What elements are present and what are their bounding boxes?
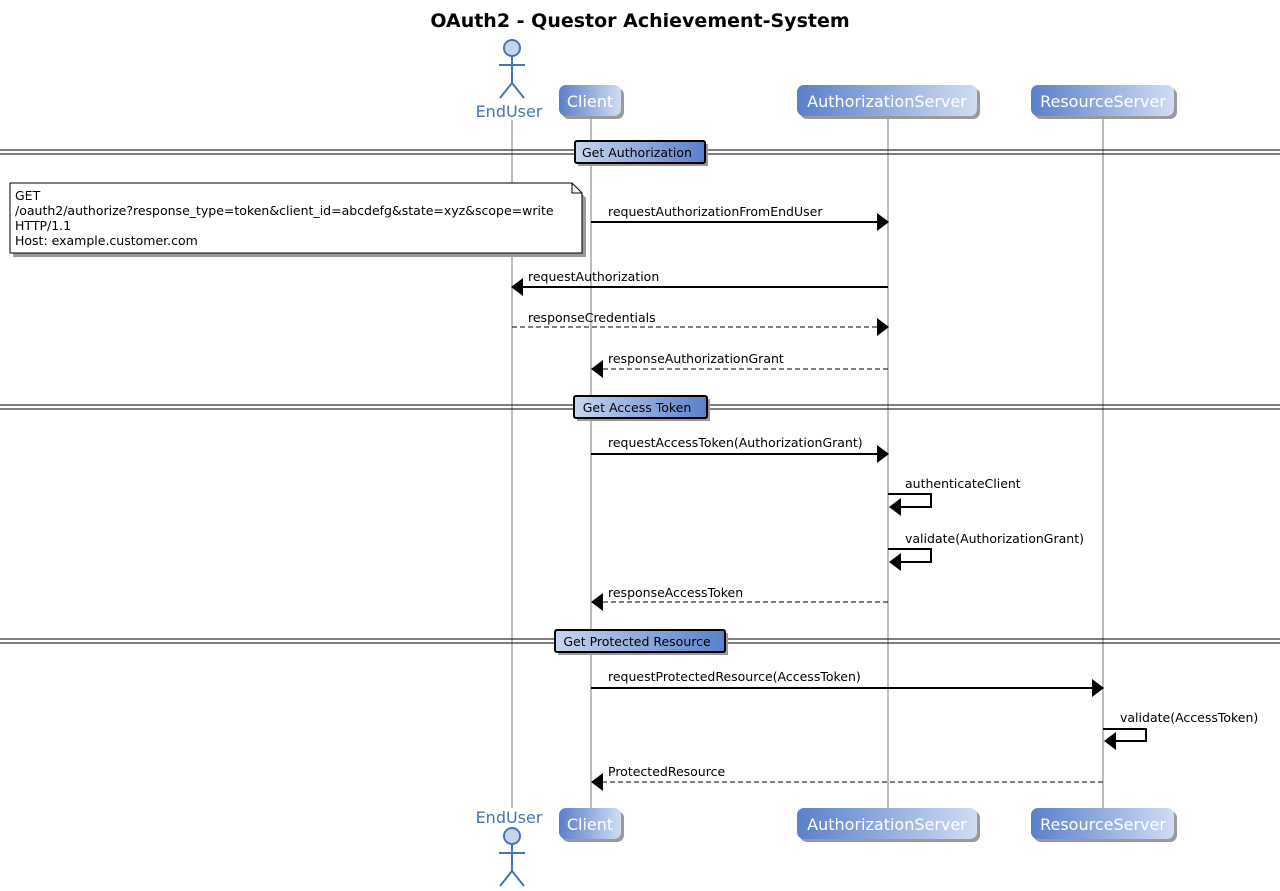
message-label: requestProtectedResource(AccessToken) bbox=[608, 669, 861, 684]
messages: requestAuthorizationFromEndUser requestA… bbox=[511, 204, 1258, 791]
stick-figure-icon bbox=[499, 827, 525, 887]
participants-top: EndUser Client AuthorizationServer Resou… bbox=[476, 39, 1177, 121]
message-request-authorization-from-enduser: requestAuthorizationFromEndUser bbox=[591, 204, 889, 231]
message-label: responseAccessToken bbox=[608, 585, 743, 600]
message-protected-resource: ProtectedResource bbox=[591, 764, 1103, 791]
message-label: ProtectedResource bbox=[608, 764, 725, 779]
participant-authserver-top: AuthorizationServer bbox=[797, 85, 980, 119]
note-line: /oauth2/authorize?response_type=token&cl… bbox=[15, 203, 554, 218]
message-label: responseCredentials bbox=[528, 310, 656, 325]
lifelines bbox=[511, 118, 1104, 808]
message-validate-access-token: validate(AccessToken) bbox=[1103, 710, 1258, 750]
participant-label: AuthorizationServer bbox=[807, 815, 967, 834]
message-response-credentials: responseCredentials bbox=[512, 310, 889, 336]
note-line: GET bbox=[15, 188, 41, 203]
message-label: responseAuthorizationGrant bbox=[608, 351, 784, 366]
note-request: GET /oauth2/authorize?response_type=toke… bbox=[9, 182, 586, 257]
divider-get-protected-resource: Get Protected Resource bbox=[0, 629, 1280, 655]
participant-client-top: Client bbox=[559, 85, 624, 119]
message-request-authorization: requestAuthorization bbox=[511, 269, 888, 296]
message-label: requestAuthorization bbox=[528, 269, 659, 284]
message-label: authenticateClient bbox=[905, 476, 1021, 491]
participant-authserver-bottom: AuthorizationServer bbox=[797, 808, 980, 842]
note-line: HTTP/1.1 bbox=[15, 218, 71, 233]
participant-label: ResourceServer bbox=[1040, 92, 1166, 111]
actor-enduser-bottom: EndUser bbox=[476, 808, 543, 887]
participant-label: AuthorizationServer bbox=[807, 92, 967, 111]
actor-enduser-top: EndUser bbox=[476, 39, 543, 121]
message-request-protected-resource: requestProtectedResource(AccessToken) bbox=[591, 669, 1104, 697]
message-validate-authorization-grant: validate(AuthorizationGrant) bbox=[888, 531, 1084, 571]
message-response-access-token: responseAccessToken bbox=[591, 585, 888, 611]
stick-figure-icon bbox=[499, 39, 525, 99]
divider-label: Get Access Token bbox=[583, 400, 692, 415]
message-request-access-token: requestAccessToken(AuthorizationGrant) bbox=[591, 435, 889, 463]
participant-label: Client bbox=[567, 815, 613, 834]
message-authenticate-client: authenticateClient bbox=[888, 476, 1021, 516]
message-label: validate(AccessToken) bbox=[1120, 710, 1258, 725]
message-label: requestAuthorizationFromEndUser bbox=[608, 204, 823, 219]
actor-label: EndUser bbox=[476, 102, 543, 121]
participant-resserver-top: ResourceServer bbox=[1031, 85, 1177, 119]
divider-get-authorization: Get Authorization bbox=[0, 140, 1280, 166]
participant-resserver-bottom: ResourceServer bbox=[1031, 808, 1177, 842]
divider-label: Get Protected Resource bbox=[563, 634, 711, 649]
actor-label: EndUser bbox=[476, 808, 543, 827]
participant-client-bottom: Client bbox=[559, 808, 624, 842]
participants-bottom: EndUser Client AuthorizationServer Resou… bbox=[476, 808, 1177, 887]
divider-label: Get Authorization bbox=[582, 145, 692, 160]
divider-get-access-token: Get Access Token bbox=[0, 395, 1280, 421]
diagram-title: OAuth2 - Questor Achievement-System bbox=[430, 10, 849, 32]
note-line: Host: example.customer.com bbox=[15, 233, 198, 248]
message-response-authorization-grant: responseAuthorizationGrant bbox=[591, 351, 888, 378]
message-label: requestAccessToken(AuthorizationGrant) bbox=[608, 435, 863, 450]
participant-label: Client bbox=[567, 92, 613, 111]
message-label: validate(AuthorizationGrant) bbox=[905, 531, 1084, 546]
participant-label: ResourceServer bbox=[1040, 815, 1166, 834]
